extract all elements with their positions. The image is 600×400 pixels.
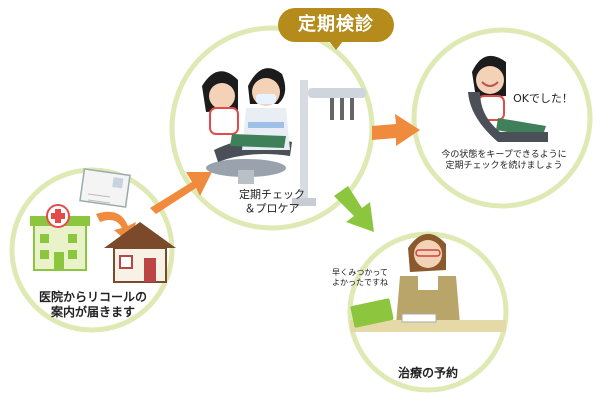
patient-illustration: [202, 71, 286, 148]
treatment-speech-line1: 早くみつかって: [332, 268, 388, 277]
desk-illustration: [350, 298, 506, 332]
patient-ok-illustration: [468, 55, 548, 142]
clinic-building-illustration: [30, 204, 90, 271]
treatment-caption: 治療の予約: [378, 366, 478, 381]
treatment-speech-line2: よかったですね: [332, 278, 388, 287]
house-illustration: [104, 222, 176, 283]
receptionist-illustration: [396, 233, 460, 324]
checkup-caption: 定期チェック ＆プロケア: [222, 188, 322, 216]
checkup-caption-line2: ＆プロケア: [244, 201, 300, 215]
treatment-caption-text: 治療の予約: [397, 366, 458, 380]
ok-speech-text: OKでした！: [513, 92, 573, 105]
banner-label: 定期検診: [298, 14, 374, 35]
ok-note-line1: 今の状態をキープできるように: [441, 150, 567, 160]
ok-note-line2: 定期チェックを続けましょう: [445, 161, 563, 172]
postcard-icon: [79, 168, 131, 208]
recall-caption: 医院からリコールの 案内が届きます: [22, 290, 164, 320]
ok-note: 今の状態をキープできるように 定期チェックを続けましょう: [434, 150, 574, 173]
arrow-recall-to-checkup: [150, 172, 212, 214]
arrow-checkup-to-ok: [372, 114, 420, 146]
recall-caption-line1: 医院からリコールの: [38, 290, 147, 304]
ok-speech: OKでした！: [508, 92, 578, 106]
treatment-speech: 早くみつかって よかったですね: [332, 268, 412, 288]
periodic-checkup-banner: 定期検診: [278, 8, 394, 50]
checkup-caption-line1: 定期チェック: [239, 188, 305, 201]
arrow-checkup-to-treatment: [334, 186, 374, 232]
recall-caption-line2: 案内が届きます: [50, 305, 135, 319]
